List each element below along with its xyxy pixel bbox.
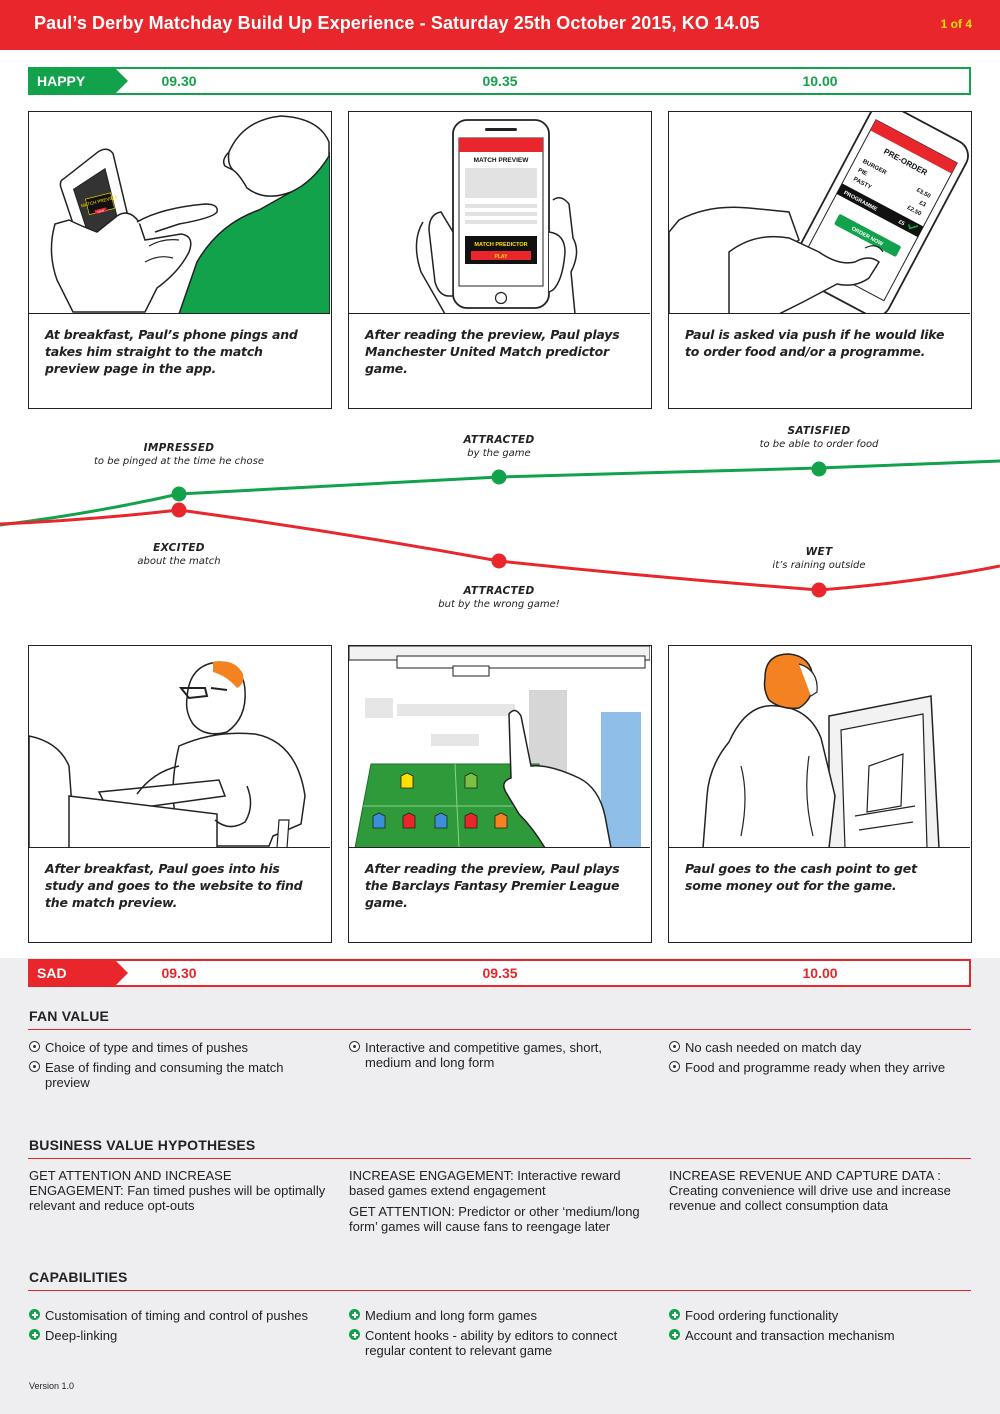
list-item: No cash needed on match day (669, 1040, 969, 1055)
panel-caption: At breakfast, Paul’s phone pings and tak… (45, 327, 298, 376)
happy-time-3: 10.00 (802, 73, 838, 89)
happy-time-2: 09.35 (482, 73, 518, 89)
capabilities-column-2: Medium and long form games Content hooks… (349, 1308, 649, 1363)
screen-item-pie: PIE (857, 168, 868, 178)
plus-icon (349, 1329, 360, 1340)
list-item: Content hooks - ability by editors to co… (349, 1328, 649, 1358)
fantasy-league-illustration (349, 646, 650, 848)
fan-value-column-1: Choice of type and times of pushes Ease … (29, 1040, 329, 1095)
list-item: Deep-linking (29, 1328, 329, 1343)
value-section (0, 958, 1000, 1414)
fan-value-column-3: No cash needed on match day Food and pro… (669, 1040, 969, 1080)
fan-value-title: FAN VALUE (29, 1008, 110, 1024)
happy-timeline-bar: HAPPY 09.30 09.35 10.00 (28, 67, 971, 95)
happy-tag: HAPPY (28, 67, 128, 95)
capabilities-title: CAPABILITIES (29, 1269, 128, 1285)
predictor-game-illustration: MATCH PREVIEW MATCH PREDICTOR PLAY (349, 112, 650, 314)
emotion-journey-curves (0, 459, 1000, 598)
page-title: Paul’s Derby Matchday Build Up Experienc… (34, 13, 760, 33)
storyboard-panel-sad-1: After breakfast, Paul goes into his stud… (28, 645, 332, 943)
page-header: Paul’s Derby Matchday Build Up Experienc… (0, 0, 1000, 50)
plus-icon (29, 1329, 40, 1340)
business-value-column-3: INCREASE REVENUE AND CAPTURE DATA : Crea… (669, 1168, 969, 1219)
football-icon (29, 1041, 40, 1052)
list-item: Ease of finding and consuming the match … (29, 1060, 329, 1090)
hypothesis-text: GET ATTENTION: Predictor or other ‘mediu… (349, 1204, 640, 1234)
order-food-illustration: PRE-ORDER BURGER PIE PASTY £3.50 £3 £2.5… (669, 112, 970, 314)
happy-time-1: 09.30 (161, 73, 197, 89)
phone-ping-illustration: MATCH PREVIEW MAN (29, 112, 330, 314)
plus-icon (349, 1309, 360, 1320)
storyboard-panel-sad-2: After reading the preview, Paul plays th… (348, 645, 652, 943)
hypothesis-text: GET ATTENTION AND INCREASE ENGAGEMENT: F… (29, 1168, 326, 1213)
list-item: Food and programme ready when they arriv… (669, 1060, 969, 1075)
screen-price-programme: £5 (897, 219, 905, 227)
business-value-rule (28, 1158, 971, 1159)
page-number: 1 of 4 (940, 17, 972, 31)
sad-point-1 (171, 502, 187, 518)
fan-value-rule (28, 1029, 971, 1030)
panel-caption: Paul goes to the cash point to get some … (685, 861, 917, 893)
happy-point-3 (811, 461, 827, 477)
cash-point-illustration (669, 646, 970, 848)
panel-caption: After reading the preview, Paul plays Ma… (365, 327, 620, 376)
football-icon (669, 1041, 680, 1052)
sad-point-2 (491, 553, 507, 569)
plus-icon (669, 1329, 680, 1340)
capabilities-column-1: Customisation of timing and control of p… (29, 1308, 329, 1348)
list-item: Customisation of timing and control of p… (29, 1308, 329, 1323)
business-value-title: BUSINESS VALUE HYPOTHESES (29, 1137, 256, 1153)
storyboard-panel-sad-3: Paul goes to the cash point to get some … (668, 645, 972, 943)
screen-predictor-label: MATCH PREDICTOR (474, 242, 527, 248)
panel-caption: After reading the preview, Paul plays th… (365, 861, 620, 910)
fan-value-column-2: Interactive and competitive games, short… (349, 1040, 649, 1075)
sad-point-3 (811, 582, 827, 598)
capabilities-column-3: Food ordering functionality Account and … (669, 1308, 969, 1348)
list-item: Food ordering functionality (669, 1308, 969, 1323)
list-item: Choice of type and times of pushes (29, 1040, 329, 1055)
screen-preview-title: MATCH PREVIEW (474, 157, 530, 164)
sad-tag: SAD (28, 959, 128, 987)
sad-time-2: 09.35 (482, 965, 518, 981)
plus-icon (669, 1309, 680, 1320)
panel-caption: After breakfast, Paul goes into his stud… (45, 861, 303, 910)
phone-screen-team: MAN (97, 208, 104, 213)
panel-caption: Paul is asked via push if he would like … (685, 327, 945, 359)
football-icon (349, 1041, 360, 1052)
list-item: Interactive and competitive games, short… (349, 1040, 649, 1070)
business-value-column-1: GET ATTENTION AND INCREASE ENGAGEMENT: F… (29, 1168, 329, 1219)
screen-price-pie: £3 (918, 200, 927, 209)
screen-play-button: PLAY (495, 254, 509, 260)
sad-time-1: 09.30 (161, 965, 197, 981)
list-item: Medium and long form games (349, 1308, 649, 1323)
football-icon (29, 1061, 40, 1072)
football-icon (669, 1061, 680, 1072)
sad-time-3: 10.00 (802, 965, 838, 981)
business-value-column-2: INCREASE ENGAGEMENT: Interactive reward … (349, 1168, 649, 1240)
happy-point-2 (491, 469, 507, 485)
plus-icon (29, 1309, 40, 1320)
player-shirts (372, 772, 508, 829)
desktop-study-illustration (29, 646, 330, 848)
happy-point-1 (171, 486, 187, 502)
hypothesis-text: INCREASE REVENUE AND CAPTURE DATA : Crea… (669, 1168, 951, 1213)
hypothesis-text: INCREASE ENGAGEMENT: Interactive reward … (349, 1168, 621, 1198)
sad-timeline-bar: SAD 09.30 09.35 10.00 (28, 959, 971, 987)
storyboard-panel-happy-3: PRE-ORDER BURGER PIE PASTY £3.50 £3 £2.5… (668, 111, 972, 409)
capabilities-rule (28, 1290, 971, 1291)
storyboard-panel-happy-2: MATCH PREVIEW MATCH PREDICTOR PLAY After… (348, 111, 652, 409)
version-label: Version 1.0 (29, 1381, 75, 1391)
storyboard-panel-happy-1: MATCH PREVIEW MAN At breakfast, Paul’s p… (28, 111, 332, 409)
list-item: Account and transaction mechanism (669, 1328, 969, 1343)
